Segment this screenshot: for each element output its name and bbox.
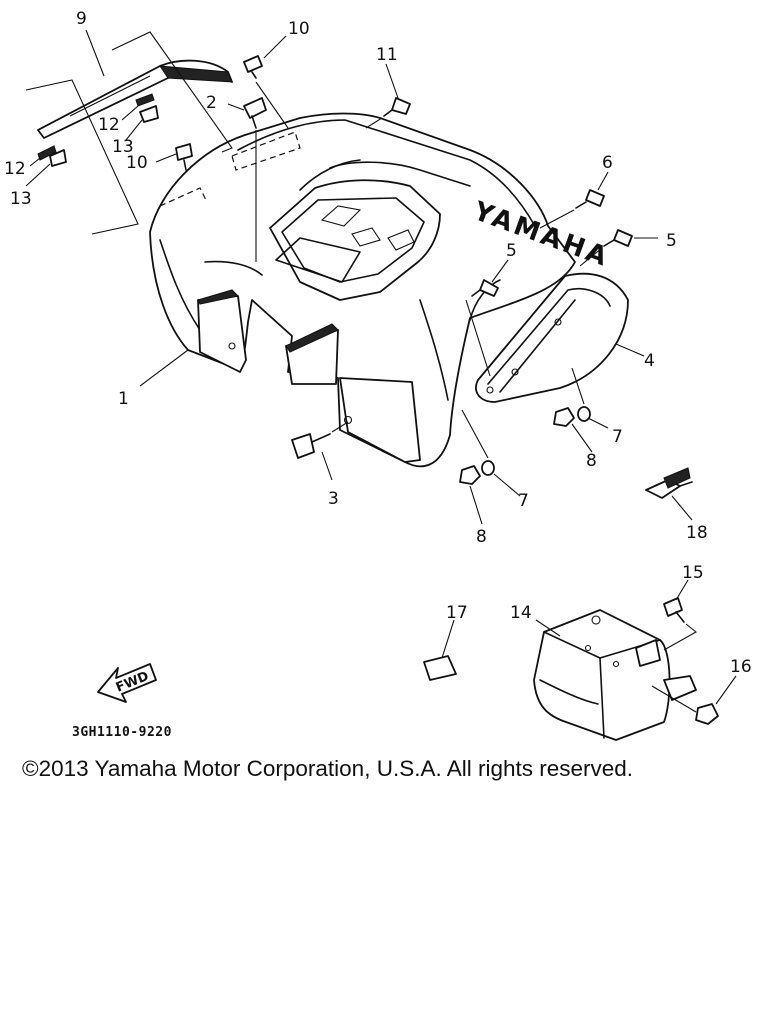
callout-8-upper: 8 — [586, 451, 597, 471]
callout-13-lower: 13 — [10, 189, 32, 209]
callout-10-left: 10 — [126, 153, 148, 173]
callout-17: 17 — [446, 603, 468, 623]
callout-16: 16 — [730, 657, 752, 677]
callout-9: 9 — [76, 9, 87, 29]
callout-13-upper: 13 — [112, 137, 134, 157]
bolt-3 — [291, 421, 349, 459]
bolt-5-center — [465, 279, 499, 377]
callout-2: 2 — [206, 93, 217, 113]
strap-fasteners — [37, 93, 159, 167]
callout-14: 14 — [510, 603, 532, 623]
callout-7-lower: 7 — [518, 491, 529, 511]
callout-5-right: 5 — [666, 231, 677, 251]
copyright-notice: ©2013 Yamaha Motor Corporation, U.S.A. A… — [22, 756, 633, 781]
seat-strap — [25, 31, 233, 235]
bolt-6 — [539, 189, 605, 229]
callout-10-top: 10 — [288, 19, 310, 39]
callout-8-lower: 8 — [476, 527, 487, 547]
callout-3: 3 — [328, 489, 339, 509]
callout-11: 11 — [376, 45, 398, 65]
bolt-10-top — [243, 55, 289, 129]
nut-washer-lower — [459, 409, 495, 485]
callout-labels: 1 2 3 4 5 5 6 7 7 8 8 9 10 10 11 12 12 1… — [4, 9, 752, 677]
bolt-15 — [663, 597, 697, 651]
bolt-2 — [243, 97, 267, 262]
nut-16 — [651, 685, 719, 725]
pad-17 — [423, 655, 457, 681]
callout-18: 18 — [686, 523, 708, 543]
callout-5-center: 5 — [506, 241, 517, 261]
callout-15: 15 — [682, 563, 704, 583]
leader-lines — [25, 29, 737, 705]
lower-cover — [533, 609, 697, 741]
callout-7-upper: 7 — [612, 427, 623, 447]
nut-washer-upper — [553, 367, 591, 427]
forward-direction-arrow — [97, 663, 157, 703]
callout-4: 4 — [644, 351, 655, 371]
callout-12-upper: 12 — [98, 115, 120, 135]
callout-12-lower: 12 — [4, 159, 26, 179]
drawing-code: 3GH1110-9220 — [72, 725, 172, 740]
callout-1: 1 — [118, 389, 129, 409]
rear-fender — [149, 112, 576, 468]
clip-18 — [645, 467, 693, 499]
side-trim — [475, 272, 629, 403]
bolt-5-right — [579, 229, 633, 267]
bolt-11 — [365, 97, 411, 129]
bolt-10-left — [175, 143, 193, 171]
callout-6: 6 — [602, 153, 613, 173]
